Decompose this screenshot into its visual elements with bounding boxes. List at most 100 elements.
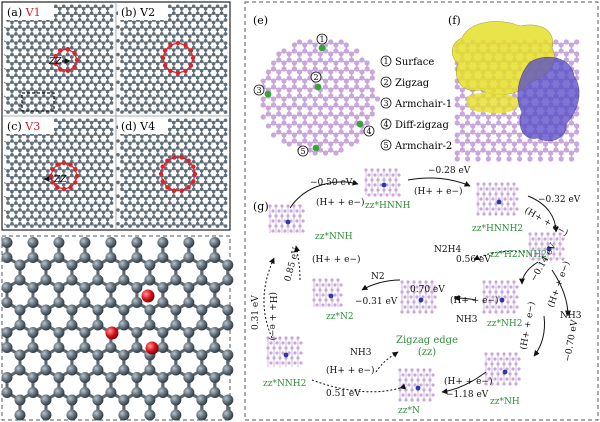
atom [223,55,228,59]
atom [219,62,224,66]
atom [211,34,216,38]
atom [148,94,152,98]
atom [97,34,102,38]
atom [175,82,180,87]
atom [93,110,98,114]
atom [73,39,78,43]
atom [207,73,212,78]
atom [57,11,62,15]
atom [97,120,102,125]
atom [93,59,98,64]
atom [109,110,114,114]
atom [73,153,78,157]
atom [109,132,114,136]
atom [10,203,14,208]
atom [18,162,22,166]
atom [148,25,152,29]
atom [18,25,22,29]
atom [65,34,70,38]
atom [101,68,106,73]
defect-atom [188,48,194,53]
atom [81,52,86,57]
atom [203,34,208,38]
atom [101,187,106,192]
atom [144,110,148,114]
atom [50,94,54,98]
atom [18,180,22,185]
atom [152,73,156,78]
atom [53,196,58,201]
atom [132,48,136,52]
atom [124,34,128,38]
atom [18,39,22,43]
atom [61,55,66,59]
atom [219,20,224,25]
atom [187,75,192,80]
atom [148,108,152,112]
atom [132,89,136,94]
atom [97,20,102,25]
atom [215,13,220,18]
atom [203,62,208,66]
atom [136,96,140,101]
atom [199,101,204,105]
atom [89,153,94,157]
atom [38,169,42,173]
atom [69,59,74,64]
atom [89,94,94,98]
atom [195,89,200,94]
atom [69,82,74,87]
atom [26,75,30,80]
atom [105,34,110,38]
atom [97,153,102,157]
atom [215,96,220,101]
atom [46,27,50,32]
defect-atom [168,42,173,48]
atom [164,103,168,107]
atom [105,139,110,143]
atom [81,80,86,84]
atom [136,59,140,64]
atom [61,101,66,105]
atom [164,20,168,25]
atom [50,134,54,139]
atom [77,159,82,164]
atom [38,173,42,178]
atom [46,68,50,73]
atom [156,20,160,25]
atom [22,201,26,205]
atom [105,162,110,166]
atom [18,194,22,198]
atom [22,45,26,50]
atom [219,66,224,71]
atom [124,52,128,57]
atom [81,62,86,66]
atom [73,25,78,29]
atom [109,82,114,87]
atom [69,141,74,146]
atom [14,196,18,201]
atom [199,59,204,64]
atom [136,73,140,78]
atom [85,169,90,173]
atom [34,194,38,198]
atom [105,52,110,57]
atom [219,75,224,80]
atom [191,27,196,32]
atom [223,27,228,32]
atom [109,182,114,187]
atom [22,169,26,173]
atom [152,68,156,73]
atom [18,80,22,84]
atom [14,159,18,164]
atom [14,201,18,205]
atom [191,13,196,18]
atom [97,162,102,166]
atom [73,103,78,107]
atom [179,108,184,112]
atom [148,103,152,107]
atom [211,108,216,112]
atom [57,194,62,198]
atom [26,66,30,71]
atom [22,27,26,32]
